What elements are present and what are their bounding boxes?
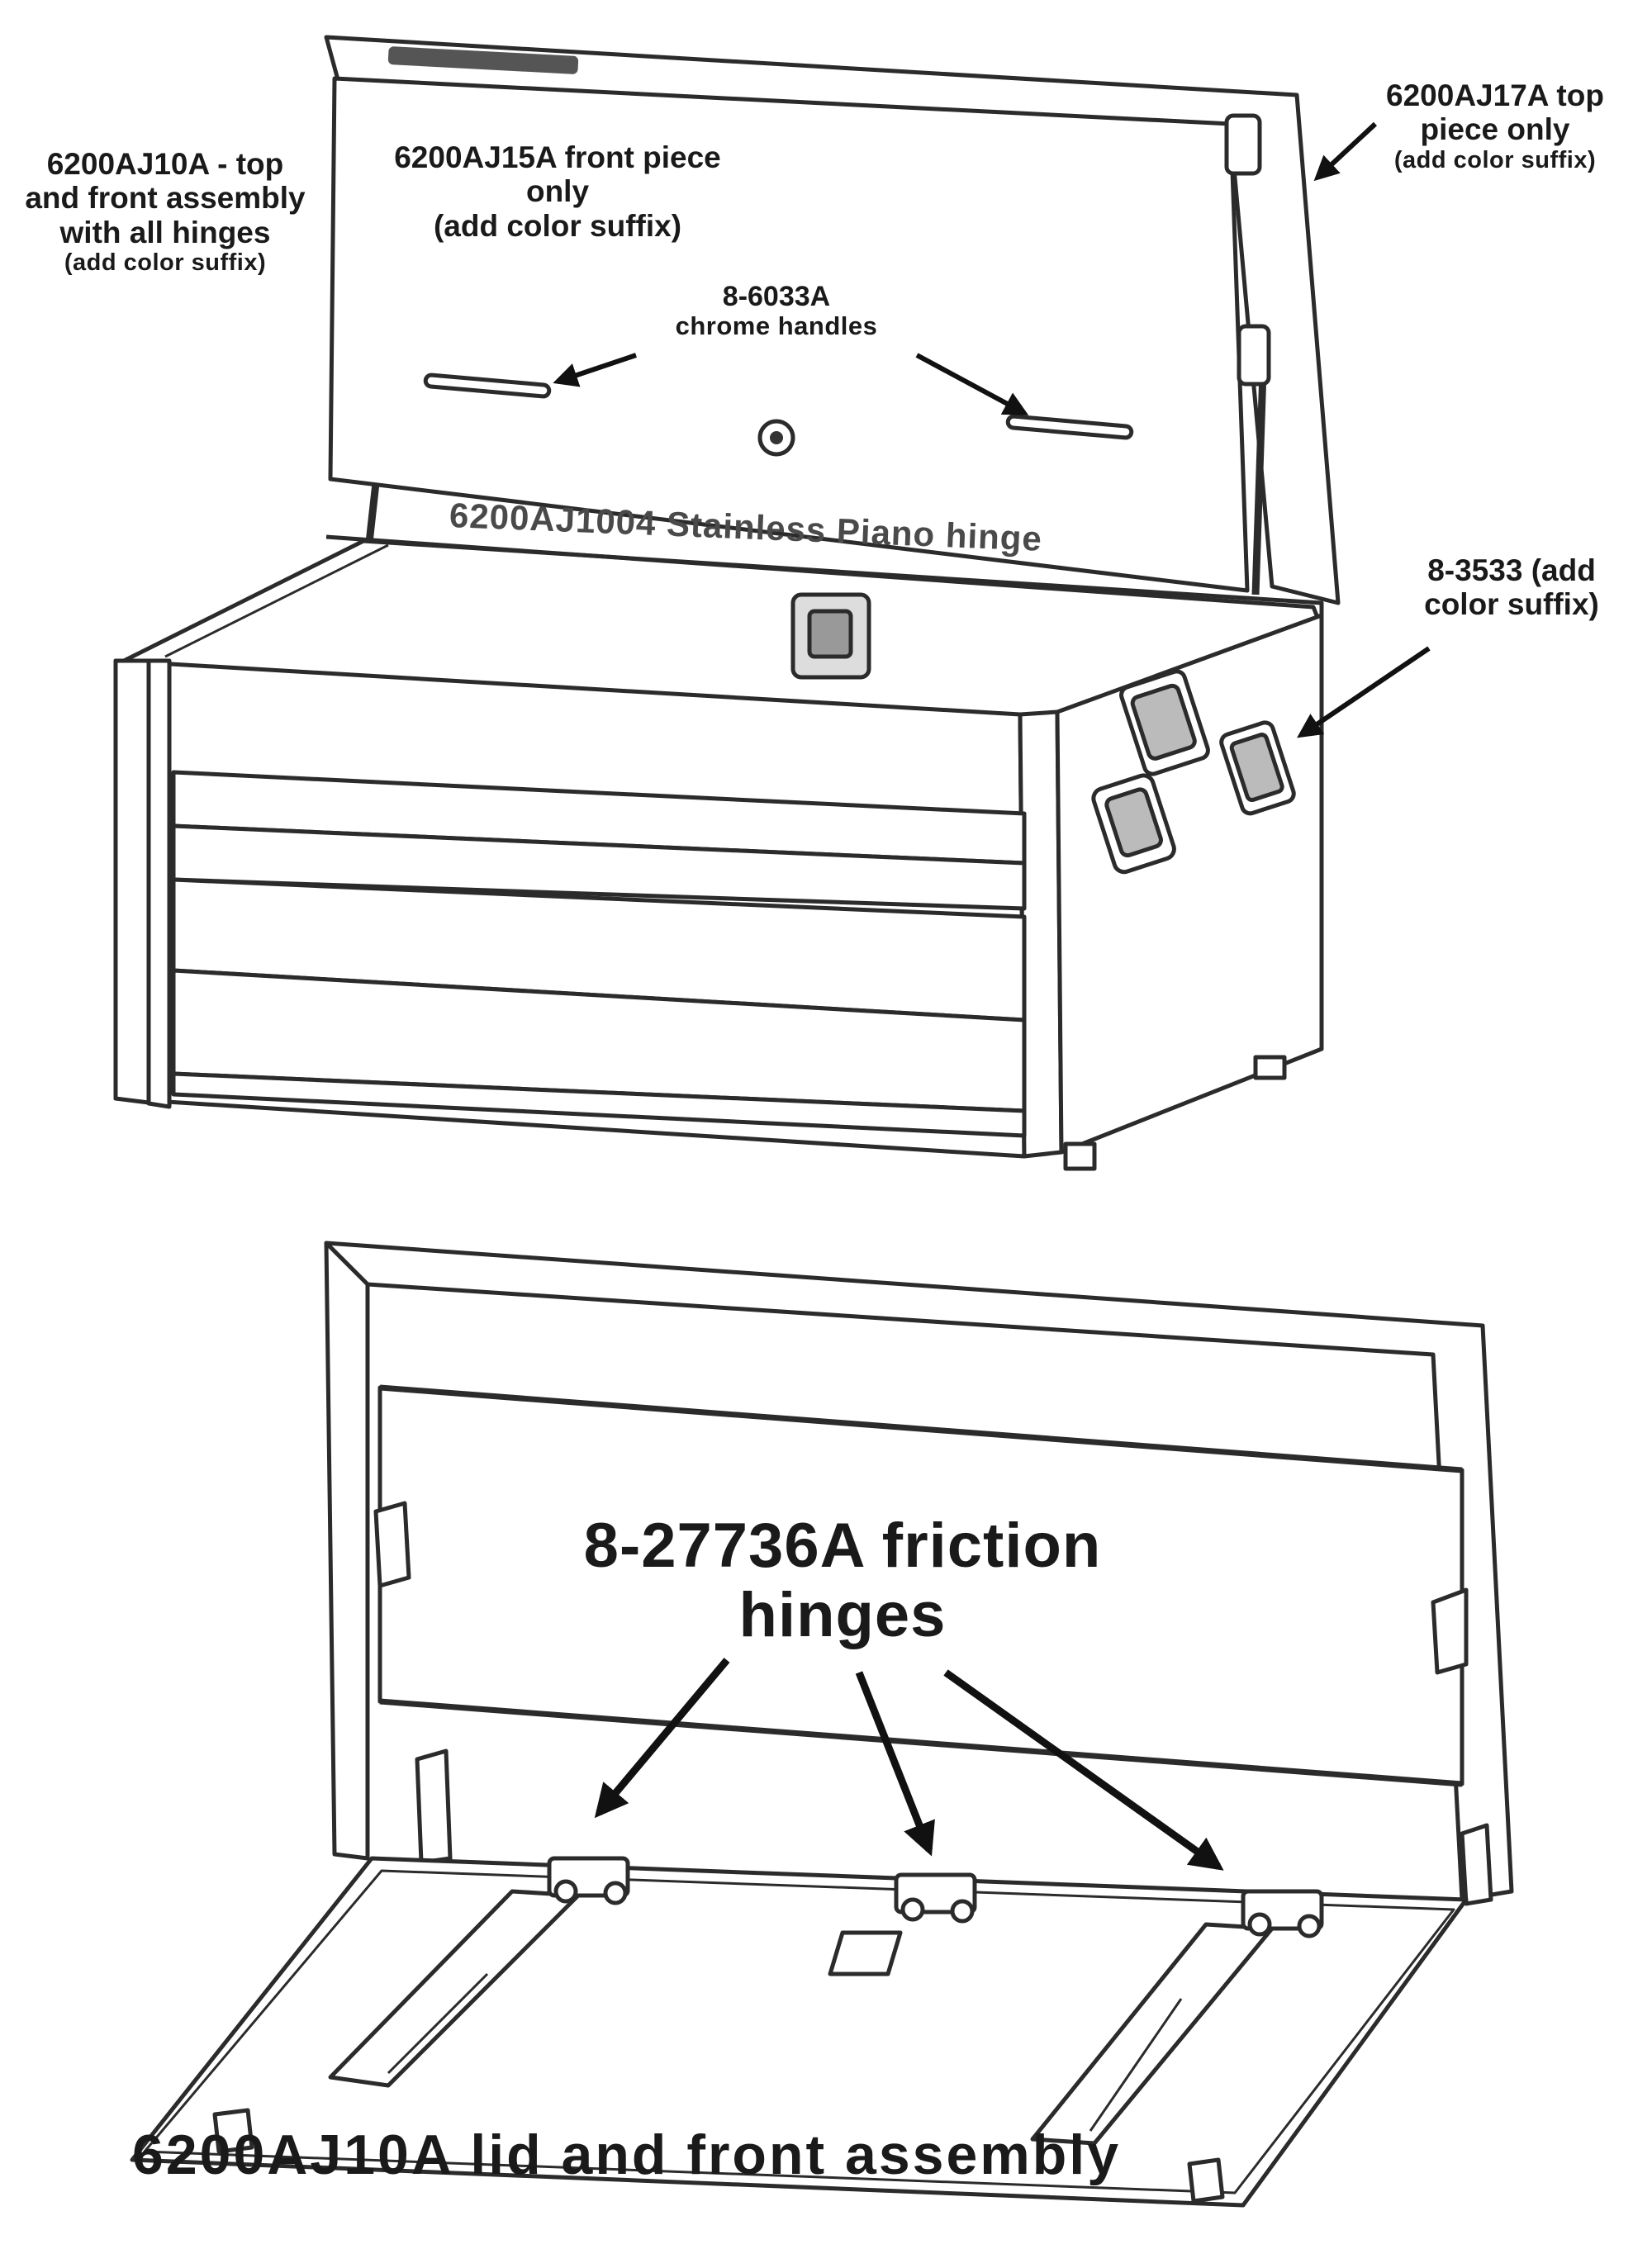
- label-front-piece: 6200AJ15A front piece only (add color su…: [388, 140, 727, 243]
- lid-front-piece: [328, 76, 1250, 593]
- label-front-piece-text: 6200AJ15A front piece only: [394, 140, 721, 209]
- arrow-hinge-left: [594, 1658, 730, 1819]
- toolbox-illustration: [113, 35, 1341, 1171]
- label-top-front-assembly: 6200AJ10A - top and front assembly with …: [17, 147, 314, 277]
- brand-logo: [387, 46, 579, 74]
- friction-hinge-left: [547, 1856, 630, 1905]
- arrow-hinge-right: [943, 1669, 1224, 1871]
- label-side-handle: 8-3533 (add color suffix): [1424, 553, 1599, 622]
- drawer-2: [171, 823, 1027, 911]
- arrow-handle-right: [915, 353, 1029, 415]
- label-top-piece-text: 6200AJ17A top piece only: [1386, 78, 1604, 147]
- lid-assembly-illustration: [130, 1241, 1514, 2208]
- arrow-top-piece: [1313, 121, 1378, 182]
- arrow-side-handle: [1297, 646, 1431, 738]
- lid-handle-right: [1005, 414, 1134, 440]
- label-chrome-handles-desc: chrome handles: [675, 311, 878, 341]
- friction-hinge-right: [1241, 1889, 1324, 1938]
- friction-hinge-center: [894, 1872, 977, 1924]
- lid-handle-left: [423, 372, 552, 399]
- gas-strut: [1251, 346, 1268, 595]
- label-top-front-assembly-suffix: (add color suffix): [64, 249, 267, 277]
- arrow-hinge-center: [855, 1671, 935, 1857]
- figure-caption: 6200AJ10A lid and front assembly: [132, 2123, 1122, 2186]
- label-top-front-assembly-text: 6200AJ10A - top and front assembly with …: [25, 147, 306, 249]
- label-top-piece-suffix: (add color suffix): [1393, 146, 1597, 173]
- label-chrome-handles: 8-6033A chrome handles: [644, 281, 909, 341]
- arrow-handle-left: [553, 353, 637, 387]
- label-front-piece-suffix: (add color suffix): [433, 208, 682, 243]
- label-chrome-handles-part: 8-6033A: [722, 281, 831, 312]
- label-friction-hinges: 8-27736A friction hinges: [583, 1511, 1102, 1650]
- label-top-piece: 6200AJ17A top piece only (add color suff…: [1346, 78, 1644, 173]
- leader-arrows: [553, 121, 1431, 1871]
